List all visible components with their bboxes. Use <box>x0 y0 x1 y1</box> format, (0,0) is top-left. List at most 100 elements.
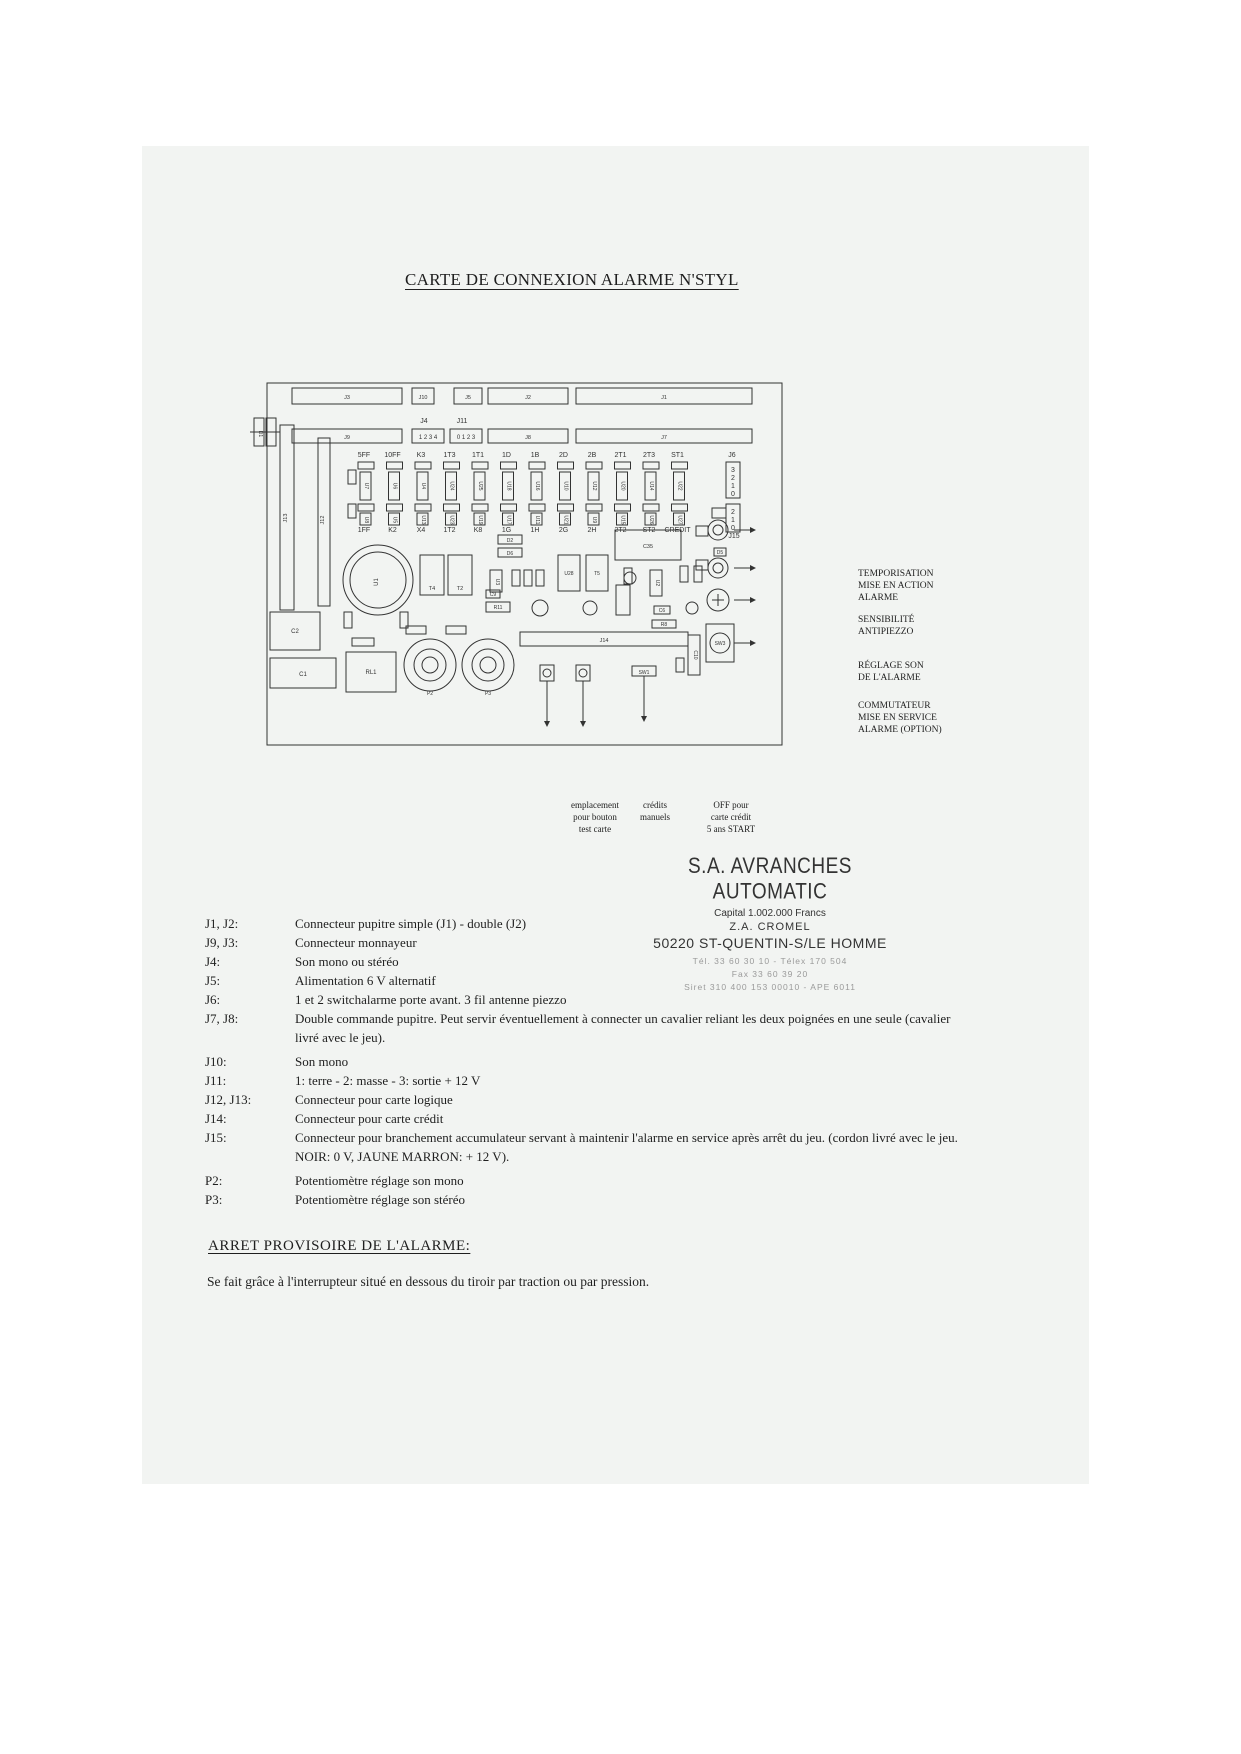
p2-label: P2 <box>427 691 433 697</box>
resistor <box>445 625 467 635</box>
resistor <box>523 569 533 587</box>
diode-d6 <box>497 547 523 558</box>
chip-u7 <box>359 471 372 501</box>
legend-row: J11:1: terre - 2: masse - 3: sortie + 12… <box>205 1073 481 1088</box>
top-pin-label: K3 <box>417 452 426 459</box>
chip-label: U19 <box>477 515 483 524</box>
resistor <box>535 569 545 587</box>
connector-j13 <box>279 424 295 611</box>
connector-label: J9 <box>344 435 350 441</box>
ic-u28 <box>557 554 581 592</box>
capacitor-c10 <box>687 634 701 676</box>
chip-label: U21 <box>563 515 569 524</box>
resistor <box>614 503 631 512</box>
capacitor-c1 <box>269 657 337 689</box>
resistor <box>443 461 460 470</box>
capacitor <box>615 584 631 616</box>
resistor <box>679 565 689 583</box>
arrow-head <box>750 527 756 533</box>
resistor <box>671 503 688 512</box>
resistor-r11 <box>485 601 511 613</box>
sw1-label: SW1 <box>639 670 650 676</box>
resistor <box>614 461 631 470</box>
capacitor <box>582 600 598 616</box>
resistor <box>414 461 432 470</box>
j6-pin: 2 <box>731 475 735 482</box>
t5-label: T5 <box>594 571 600 577</box>
t4-label: T4 <box>429 586 435 592</box>
c9-label: C9 <box>490 592 497 598</box>
bottom-pin-label: K2 <box>388 527 397 534</box>
resistor <box>414 503 432 512</box>
chip-u22 <box>673 471 685 501</box>
connector-label: J10 <box>419 395 428 401</box>
u1-label: U1 <box>374 578 380 586</box>
legend-row: J4:Son mono ou stéréo <box>205 954 399 969</box>
connector-legend: J1, J2:Connecteur pupitre simple (J1) - … <box>205 914 965 1209</box>
capacitor-c2 <box>269 611 321 651</box>
capacitor <box>623 571 637 585</box>
top-pin-label: 2B <box>588 452 597 459</box>
label-emplacement-bouton: emplacement pour bouton test carte <box>571 800 619 834</box>
chip-label: U10 <box>563 481 569 490</box>
chip-u9 <box>587 512 600 526</box>
button-credits <box>575 664 591 682</box>
stamp-siret: Siret 310 400 153 00010 - APE 6011 <box>684 982 856 992</box>
stamp-address: 50220 ST-QUENTIN-S/LE HOMME <box>653 935 887 951</box>
top-pin-label: 10FF <box>384 452 400 459</box>
resistor <box>347 503 357 519</box>
j11-pins: 0 1 2 3 <box>457 435 476 441</box>
legend-row: J9, J3:Connecteur monnayeur <box>205 935 417 950</box>
connector-j3 <box>291 387 403 405</box>
chip-u5 <box>388 512 400 526</box>
chip-label: U24 <box>449 481 455 490</box>
chip-label: U7 <box>363 483 369 490</box>
resistor <box>399 611 409 629</box>
rl1-label: RL1 <box>365 670 377 676</box>
pot-p2-outer <box>403 638 457 692</box>
resistor <box>671 461 688 470</box>
chip-label: U23 <box>449 515 455 524</box>
legend-row: J7, J8:Double commande pupitre. Peut ser… <box>205 1011 951 1045</box>
u1-outline <box>342 544 414 616</box>
resistor <box>357 461 375 470</box>
pot-p3-inner <box>479 656 497 674</box>
resistor <box>511 569 521 587</box>
chip-u8 <box>359 512 372 526</box>
c2-label: C2 <box>291 629 299 635</box>
pot-sensibilite <box>707 557 729 579</box>
switch-sw3-knob <box>709 632 731 654</box>
stamp-company-name: S.A. AVRANCHES AUTOMATIC <box>688 854 852 905</box>
chip-u6 <box>388 471 400 501</box>
chip-u27 <box>673 512 685 526</box>
connector-label: J2 <box>525 395 531 401</box>
connector-label: J8 <box>525 435 531 441</box>
resistor <box>357 503 375 512</box>
capacitor <box>685 601 699 615</box>
p3-label: P3 <box>485 691 491 697</box>
resistor <box>528 461 546 470</box>
legend-row: P3:Potentiomètre réglage son stéréo <box>205 1192 466 1207</box>
chip-u25 <box>473 471 486 501</box>
chip-u26 <box>644 512 657 526</box>
transistor-t4 <box>419 554 445 596</box>
bottom-pin-label: 2G <box>559 527 568 534</box>
u3-label: U3 <box>494 579 500 586</box>
chip-u10 <box>559 471 571 501</box>
top-pin-label: 2T3 <box>643 452 655 459</box>
legend-row: J14:Connecteur pour carte crédit <box>205 1111 444 1126</box>
capacitor-c6 <box>653 605 671 615</box>
label-credits-manuels: crédits manuels <box>640 800 670 822</box>
connector-j1 <box>575 387 753 405</box>
connector-j10 <box>411 387 435 405</box>
resistor <box>347 469 357 485</box>
resistor <box>471 503 489 512</box>
j14-label: J14 <box>600 638 609 644</box>
resistor <box>528 503 546 512</box>
chip-label: U27 <box>677 515 683 524</box>
resistor <box>642 503 660 512</box>
chip-label: U22 <box>677 481 683 490</box>
chip-u11 <box>530 512 543 526</box>
c10-label: C10 <box>692 650 698 659</box>
c6-label: C6 <box>659 608 666 614</box>
